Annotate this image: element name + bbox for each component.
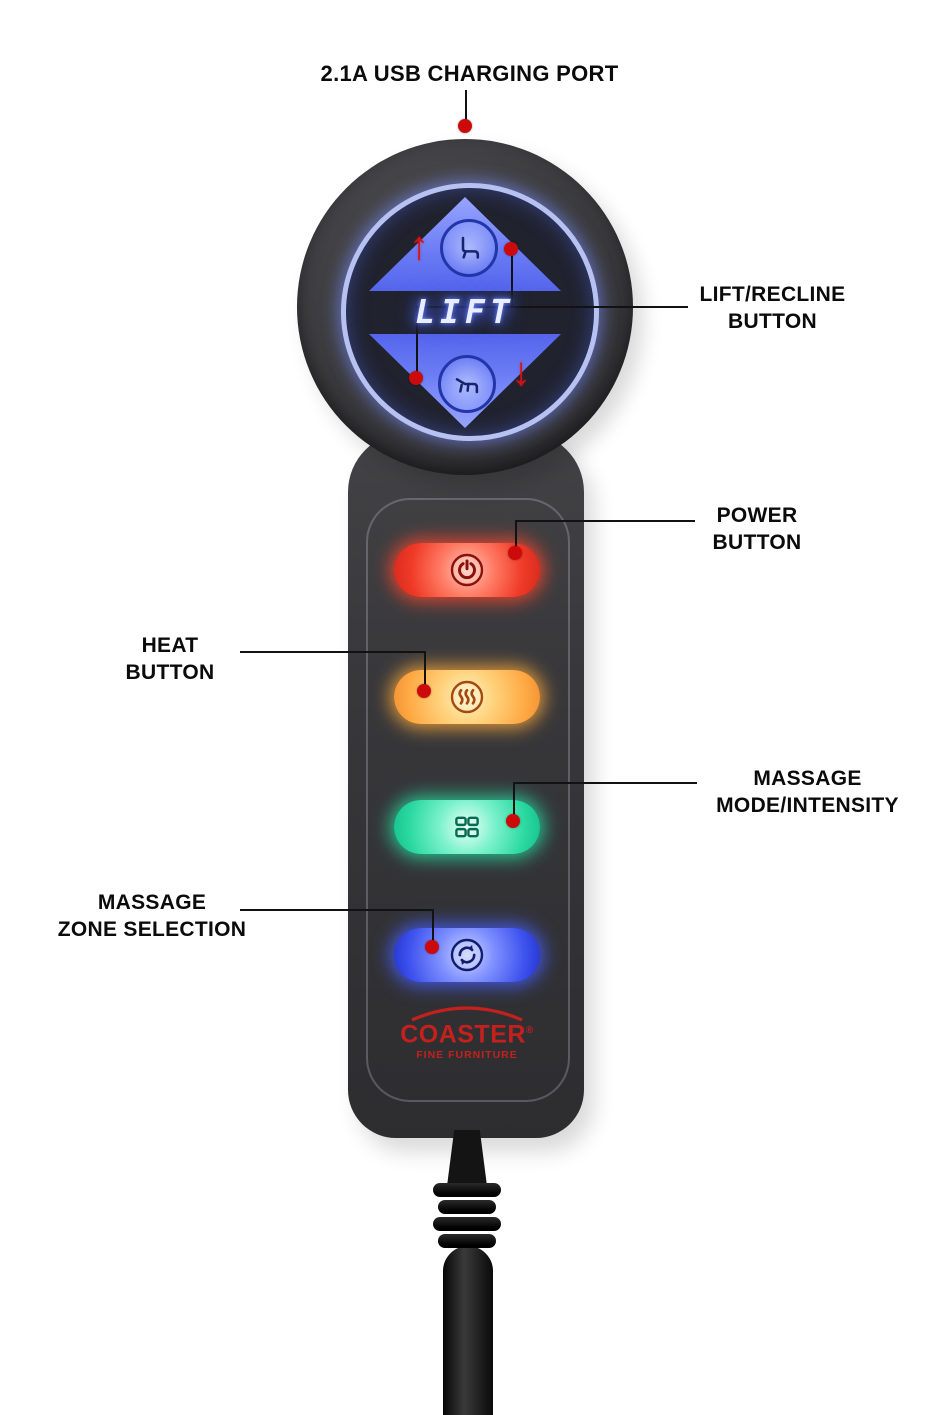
- power-cable: [443, 1246, 493, 1415]
- massage-pads-icon: [455, 816, 479, 838]
- massage-zone-label: MASSAGE ZONE SELECTION: [57, 891, 247, 941]
- callout-line-lift-down: [416, 307, 418, 379]
- logo-arc-swoosh-icon: [411, 1006, 523, 1022]
- callout-line-zone-v: [432, 909, 434, 948]
- massage-mode-button[interactable]: [394, 800, 540, 854]
- callout-marker-lift-down: [409, 371, 423, 385]
- usb-charging-port-label: 2.1A USB CHARGING PORT: [320, 61, 619, 86]
- power-button[interactable]: [394, 543, 540, 597]
- massage-zone-button[interactable]: [394, 928, 540, 982]
- callout-marker-zone: [425, 940, 439, 954]
- callout-line-heat-v: [424, 651, 426, 692]
- strain-relief-rib: [438, 1234, 496, 1248]
- power-icon: [450, 553, 484, 587]
- cable-neck: [447, 1130, 487, 1186]
- callout-marker-heat: [417, 684, 431, 698]
- heat-button[interactable]: [394, 670, 540, 724]
- brand-logo: COASTER® FINE FURNITURE: [394, 1004, 540, 1061]
- recliner-up-button[interactable]: [440, 219, 498, 277]
- massage-mode-label: MASSAGE MODE/INTENSITY: [716, 767, 899, 817]
- heat-button-label: HEAT BUTTON: [125, 634, 215, 684]
- callout-marker-mode: [506, 814, 520, 828]
- callout-line-lift-up: [511, 249, 513, 307]
- callout-marker-lift-up: [504, 242, 518, 256]
- lift-recline-label: LIFT/RECLINE BUTTON: [699, 283, 846, 333]
- callout-marker-power: [508, 546, 522, 560]
- callout-line-power-h: [515, 520, 695, 522]
- callout-marker-usb: [458, 119, 472, 133]
- recliner-reclined-icon: [455, 378, 479, 394]
- zone-cycle-icon: [450, 938, 484, 972]
- callout-line-heat-h: [240, 651, 426, 653]
- heat-waves-icon: [450, 680, 484, 714]
- recliner-down-button[interactable]: [438, 355, 496, 413]
- up-arrow-icon: ↑: [409, 224, 429, 268]
- remote-panel-outline: [366, 498, 570, 1102]
- lift-label: LIFT: [415, 292, 515, 331]
- callout-line-power-v: [515, 520, 517, 554]
- brand-tagline: FINE FURNITURE: [416, 1049, 518, 1062]
- recliner-upright-icon: [461, 236, 480, 259]
- power-button-label: POWER BUTTON: [712, 504, 802, 554]
- strain-relief-rib: [433, 1183, 501, 1197]
- down-arrow-icon: ↓: [511, 350, 531, 394]
- brand-name: COASTER®: [400, 1020, 534, 1049]
- callout-line-mode-h: [513, 782, 697, 784]
- callout-line-lift-h: [416, 306, 688, 308]
- callout-line-mode-v: [513, 782, 515, 822]
- callout-line-zone-h: [240, 909, 434, 911]
- cable-strain-relief: [433, 1180, 501, 1251]
- callout-line-usb: [465, 90, 467, 122]
- registered-mark: ®: [525, 1025, 534, 1036]
- strain-relief-rib: [433, 1217, 501, 1231]
- strain-relief-rib: [438, 1200, 496, 1214]
